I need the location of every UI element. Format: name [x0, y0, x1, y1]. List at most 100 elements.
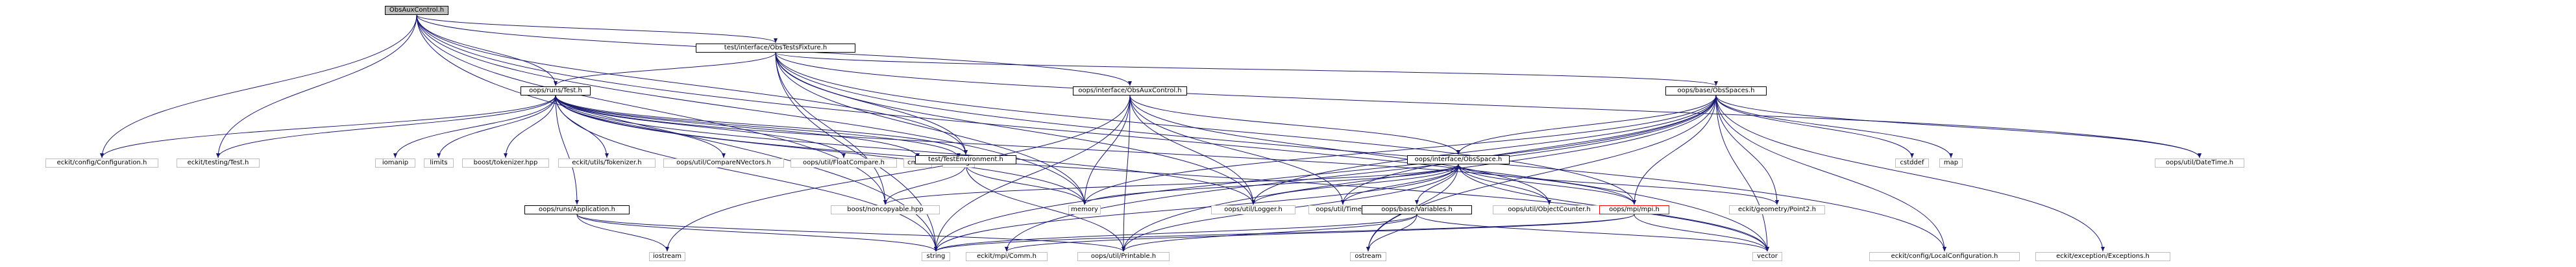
edge-oops-runs-test-to-mpi [555, 95, 1636, 205]
node-obsspace-interface[interactable]: oops/interface/ObsSpace.h [1407, 155, 1510, 164]
edge-testenvironment-to-memory [965, 164, 1086, 205]
edge-obsauxcontrol-to-oops-runs-test [416, 14, 558, 86]
edge-obstestsfixture-to-mpi [775, 52, 1636, 205]
edge-oops-runs-test-to-iomanip [393, 95, 556, 159]
node-eckit-tokenizer: eckit/utils/Tokenizer.h [558, 159, 656, 168]
edge-oops-runs-test-to-application [555, 95, 579, 205]
edge-oops-runs-test-to-limits [437, 95, 556, 159]
edge-obsspace-interface-to-point2 [1458, 164, 1779, 205]
edge-obsspace-interface-to-string [934, 164, 1459, 252]
node-mpi[interactable]: oops/mpi/mpi.h [1599, 205, 1669, 214]
edge-oops-runs-test-to-floatcompare [555, 95, 846, 159]
node-timer: oops/util/Timer.h [1308, 205, 1377, 214]
edge-obsspaces-to-cstddef [1715, 95, 1914, 159]
edge-testenvironment-to-noncopyable [883, 164, 966, 205]
edge-obsauxcontrol-to-memory [416, 14, 1086, 205]
node-ostream: ostream [1350, 252, 1386, 261]
edge-variables-to-vector [1416, 214, 1769, 252]
edge-obsspace-interface-to-memory [1083, 164, 1459, 205]
edge-oops-runs-test-to-cstring [555, 95, 961, 159]
edge-obsspaces-to-ostream [1366, 95, 1717, 252]
node-boost-tokenizer: boost/tokenizer.hpp [462, 159, 549, 168]
edge-obstestsfixture-to-memory [775, 52, 1086, 205]
node-comparenvectors: oops/util/CompareNVectors.h [663, 159, 784, 168]
edge-obsauxcontrol-interface-to-memory [1083, 95, 1131, 205]
node-obsauxcontrol: ObsAuxControl.h [385, 6, 448, 15]
edge-obsauxcontrol-interface-to-objectcounter [1129, 95, 1551, 205]
edge-application-to-string [576, 214, 938, 252]
node-iomanip: iomanip [375, 159, 415, 168]
edge-obstestsfixture-to-logger [775, 52, 1255, 205]
node-oops-runs-test[interactable]: oops/runs/Test.h [521, 86, 591, 95]
node-obsspaces[interactable]: oops/base/ObsSpaces.h [1665, 86, 1767, 95]
edge-obstestsfixture-to-obsspaces [775, 52, 1718, 86]
edge-testenvironment-to-printable [965, 164, 1125, 252]
edge-obsspaces-to-point2 [1715, 95, 1779, 205]
edge-obsauxcontrol-interface-to-obsspace-interface [1129, 95, 1460, 155]
node-objectcounter: oops/util/ObjectCounter.h [1493, 205, 1606, 214]
node-noncopyable: boost/noncopyable.hpp [831, 205, 940, 214]
edge-obsspaces-to-logger [1251, 95, 1717, 205]
node-testenvironment[interactable]: test/TestEnvironment.h [915, 155, 1016, 164]
edge-obstestsfixture-to-datetime [775, 52, 2202, 159]
edge-mpi-to-eckit-mpi-comm [1005, 214, 1635, 252]
edge-obsspaces-to-memory [1083, 95, 1717, 205]
edge-obsauxcontrol-interface-to-printable [1122, 95, 1131, 252]
edge-obsspace-interface-to-noncopyable [883, 164, 1459, 205]
node-eckit-configuration: eckit/config/Configuration.h [45, 159, 158, 168]
node-variables[interactable]: oops/base/Variables.h [1362, 205, 1472, 214]
edge-obstestsfixture-to-localconfiguration [775, 52, 1946, 252]
node-eckit-testing-test: eckit/testing/Test.h [177, 159, 260, 168]
edge-obstestsfixture-to-oops-runs-test [554, 52, 776, 86]
edge-obsspaces-to-string [934, 95, 1717, 252]
node-obsauxcontrol-interface[interactable]: oops/interface/ObsAuxControl.h [1073, 86, 1187, 95]
edge-obsauxcontrol-to-obstestsfixture [416, 14, 778, 44]
edge-oops-runs-test-to-testenvironment [555, 95, 968, 155]
edge-obstestsfixture-to-testenvironment [775, 52, 968, 155]
node-application[interactable]: oops/runs/Application.h [524, 205, 630, 214]
edge-obsauxcontrol-interface-to-string [934, 95, 1131, 252]
edge-oops-runs-test-to-eckit-configuration [100, 95, 556, 159]
node-limits: limits [424, 159, 454, 168]
edge-oops-runs-test-to-boost-tokenizer [504, 95, 556, 159]
node-memory: memory [1068, 205, 1101, 214]
node-datetime: oops/util/DateTime.h [2155, 159, 2244, 168]
edge-obsspaces-to-printable [1122, 95, 1717, 252]
node-eckit-mpi-comm: eckit/mpi/Comm.h [966, 252, 1048, 261]
edge-oops-runs-test-to-vector [555, 95, 1769, 252]
edge-obsspace-interface-to-variables [1415, 164, 1459, 205]
edge-obsauxcontrol-to-testenvironment [416, 14, 968, 155]
node-localconfiguration: eckit/config/LocalConfiguration.h [1869, 252, 2020, 261]
edge-obsspaces-to-datetime [1715, 95, 2202, 159]
edge-variables-to-string [934, 214, 1417, 252]
edge-obsspaces-to-eckit-mpi-comm [1005, 95, 1717, 252]
node-printable: oops/util/Printable.h [1077, 252, 1170, 261]
node-point2: eckit/geometry/Point2.h [1729, 205, 1825, 214]
edge-obsspaces-to-vector [1715, 95, 1769, 252]
edge-obstestsfixture-to-noncopyable [775, 52, 887, 205]
edge-oops-runs-test-to-string [555, 95, 938, 252]
edge-mpi-to-vector [1634, 214, 1769, 252]
edge-application-to-iostream [576, 214, 669, 252]
edge-obsauxcontrol-to-noncopyable [416, 14, 887, 205]
edge-oops-runs-test-to-logger [555, 95, 1255, 205]
edge-obsspaces-to-exceptions [1715, 95, 2105, 252]
node-vector: vector [1752, 252, 1782, 261]
edge-oops-runs-test-to-eckit-testing-test [216, 95, 556, 159]
edge-obsauxcontrol-to-vector [416, 14, 1769, 252]
edge-obsspaces-to-localconfiguration [1715, 95, 1946, 252]
node-logger: oops/util/Logger.h [1211, 205, 1295, 214]
node-exceptions: eckit/exception/Exceptions.h [2035, 252, 2170, 261]
node-iostream: iostream [649, 252, 685, 261]
edge-obsauxcontrol-interface-to-iostream [665, 95, 1131, 252]
node-cstddef: cstddef [1895, 159, 1929, 168]
node-map: map [1939, 159, 1963, 168]
edge-obsauxcontrol-interface-to-timer [1129, 95, 1345, 205]
node-obstestsfixture[interactable]: test/interface/ObsTestsFixture.h [696, 44, 855, 53]
edge-obsspace-interface-to-logger [1251, 164, 1459, 205]
edge-obsspaces-to-map [1715, 95, 1953, 159]
edge-application-to-printable [576, 214, 1125, 252]
edge-oops-runs-test-to-cmath [555, 95, 920, 159]
